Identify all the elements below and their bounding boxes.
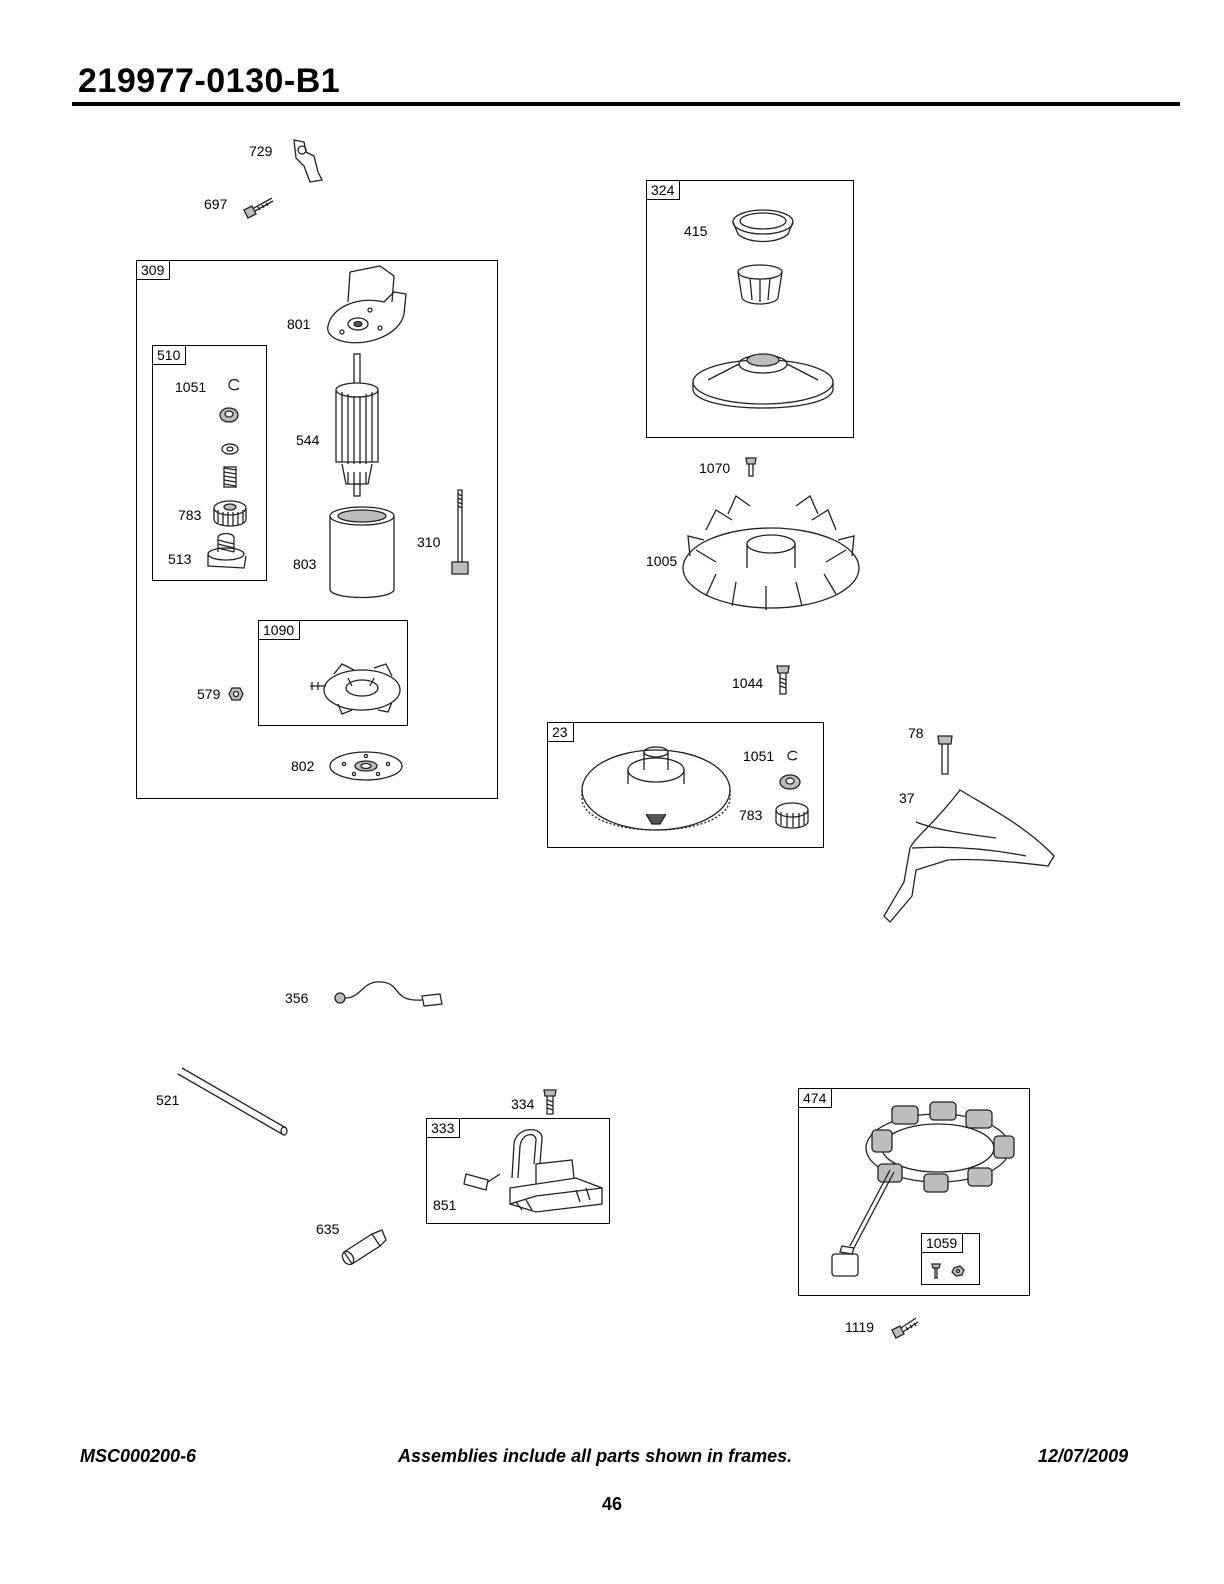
label-783-a: 783	[178, 507, 202, 523]
frame-510-tag: 510	[152, 345, 187, 365]
label-579: 579	[197, 686, 221, 702]
spring-icon	[223, 466, 237, 488]
cover-415-icon	[732, 209, 794, 243]
label-635: 635	[316, 1221, 340, 1237]
stop-collar-icon	[219, 407, 239, 423]
drive-assembly-513-icon	[207, 532, 247, 569]
label-1051-a: 1051	[175, 379, 207, 395]
label-513: 513	[168, 551, 192, 567]
frame-309-tag: 309	[136, 260, 171, 280]
screw-1119-icon	[891, 1317, 919, 1339]
screw-697-icon	[243, 197, 274, 219]
label-334: 334	[511, 1096, 535, 1112]
collar-icon	[779, 774, 801, 790]
label-783-b: 783	[739, 807, 763, 823]
label-37: 37	[899, 790, 915, 806]
label-415: 415	[684, 223, 708, 239]
page-number: 46	[601, 1494, 623, 1514]
label-1070: 1070	[699, 460, 731, 476]
frame-1059-tag: 1059	[921, 1233, 964, 1253]
frame-474-tag: 474	[798, 1088, 833, 1108]
label-1044: 1044	[732, 675, 764, 691]
label-803: 803	[293, 556, 317, 572]
label-78: 78	[908, 725, 924, 741]
bolt-1044-icon	[776, 665, 790, 695]
end-cap-801-icon	[327, 265, 407, 344]
label-697: 697	[204, 196, 228, 212]
screw-nut-1059-icon	[931, 1263, 965, 1279]
wire-356-icon	[334, 981, 443, 1007]
nut-579-icon	[228, 687, 244, 701]
footer-note: Assemblies include all parts shown in fr…	[398, 1446, 793, 1466]
fan-1005-icon	[682, 495, 860, 610]
gear-783-b-icon	[775, 802, 809, 829]
label-802: 802	[291, 758, 315, 774]
frame-333-tag: 333	[426, 1118, 461, 1138]
bracket-729-icon	[293, 139, 323, 183]
screw-334-icon	[543, 1089, 557, 1115]
label-801: 801	[287, 316, 311, 332]
retaining-ring-1051-icon	[228, 378, 240, 391]
ignition-coil-333-icon	[463, 1129, 603, 1213]
label-851: 851	[433, 1197, 457, 1213]
label-1005: 1005	[646, 553, 678, 569]
frame-23: 23	[547, 722, 824, 848]
label-729: 729	[249, 143, 273, 159]
frame-1090: 1090	[258, 620, 408, 726]
hub-icon	[737, 264, 783, 305]
screw-1070-icon	[745, 457, 757, 477]
end-plate-802-icon	[329, 751, 403, 781]
frame-324-tag: 324	[646, 180, 681, 200]
alternator-474-icon	[831, 1101, 1015, 1277]
frame-23-tag: 23	[547, 722, 574, 742]
flywheel-23-icon	[581, 746, 731, 831]
tube-521-icon	[177, 1067, 288, 1136]
shield-37-icon	[883, 789, 1055, 923]
label-310: 310	[417, 534, 441, 550]
pinion-gear-783-icon	[213, 500, 247, 527]
retaining-ring-1051-b-icon	[787, 750, 798, 761]
frame-474: 474	[798, 1088, 1030, 1296]
title-rule	[72, 102, 1180, 106]
armature-544-icon	[335, 353, 379, 497]
washer-icon	[221, 443, 239, 455]
frame-333: 333	[426, 1118, 610, 1224]
screen-plate-icon	[692, 353, 834, 409]
footer-date: 12/07/2009	[1038, 1446, 1129, 1466]
frame-510: 510	[152, 345, 267, 581]
frame-1059: 1059	[921, 1233, 980, 1285]
sleeve-635-icon	[341, 1229, 387, 1266]
footer-doc-id: MSC000200-6	[80, 1446, 197, 1466]
page-title: 219977-0130-B1	[78, 62, 341, 100]
label-1119: 1119	[845, 1319, 875, 1335]
frame-309: 309	[136, 260, 498, 799]
label-544: 544	[296, 432, 320, 448]
through-bolt-310-icon	[451, 489, 469, 575]
motor-housing-803-icon	[329, 506, 395, 599]
frame-324: 324	[646, 180, 854, 438]
label-356: 356	[285, 990, 309, 1006]
label-1051-b: 1051	[743, 748, 775, 764]
label-521: 521	[156, 1092, 180, 1108]
frame-1090-tag: 1090	[258, 620, 301, 640]
bolt-78-icon	[937, 735, 953, 775]
brush-holder-1090-icon	[310, 663, 401, 715]
